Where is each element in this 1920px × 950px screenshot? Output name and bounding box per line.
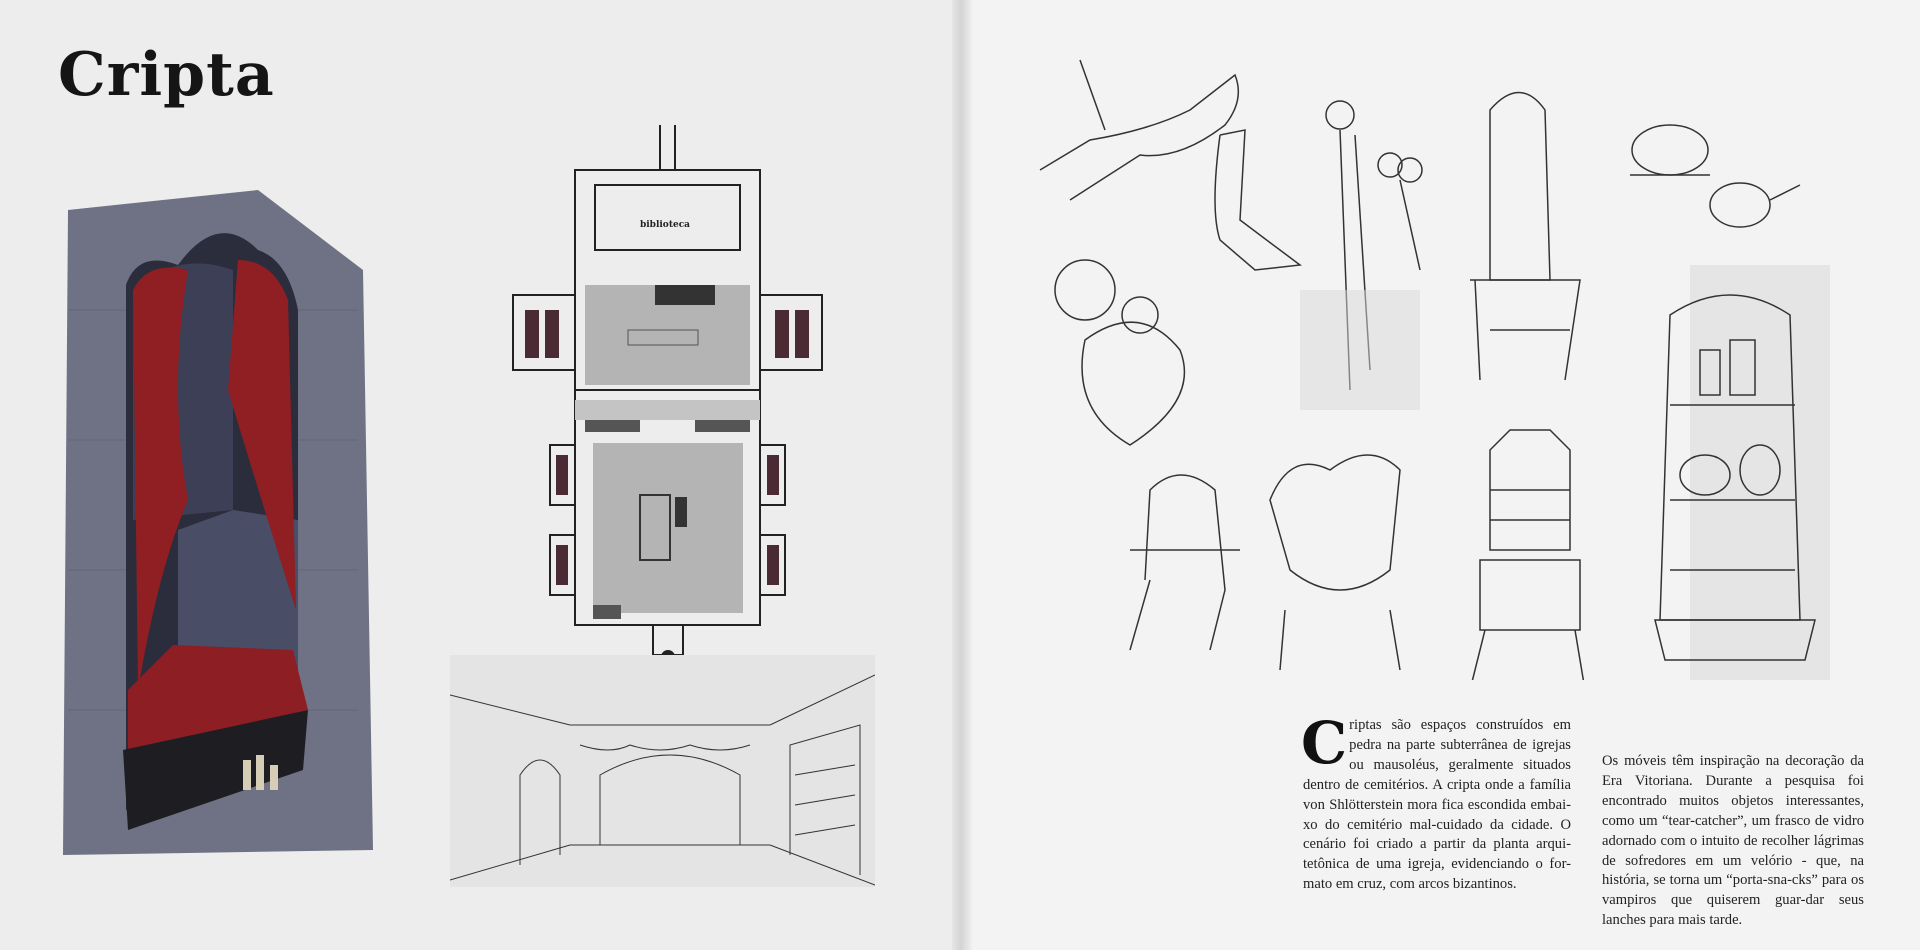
heart-vial-sketch — [1054, 259, 1186, 446]
tall-chair-sketch — [1470, 91, 1581, 381]
body-text-column-2: Os móveis têm inspiração na decoração da… — [1602, 753, 1864, 929]
interior-sketch — [450, 655, 875, 887]
hand-sketch — [1039, 59, 1240, 201]
drop-cap: C — [1301, 709, 1348, 777]
victorian-object-sketches — [1039, 59, 1830, 680]
armchair-sketch — [1129, 474, 1240, 651]
desk-sketch — [1471, 429, 1585, 680]
chair-sketch — [1269, 454, 1401, 671]
column-1-text: riptas são espaços construídos em pedra … — [1303, 717, 1571, 893]
crypt-illustration — [63, 190, 373, 855]
cabinet-sketch — [1654, 294, 1816, 661]
teapot-sketch — [1630, 124, 1801, 228]
boot-sketch — [1214, 129, 1302, 271]
crypt-floor-plan — [512, 125, 823, 664]
page-title: Cripta — [58, 40, 275, 110]
floor-plan-label: biblioteca — [639, 220, 691, 230]
book-spine — [952, 0, 972, 950]
